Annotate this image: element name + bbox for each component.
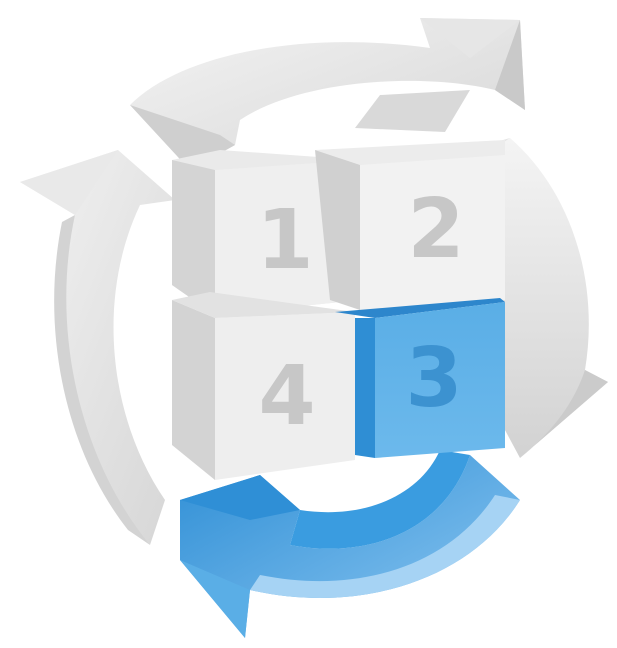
cycle-arrow-icon [20,150,175,545]
cube-label-2: 2 [407,182,464,277]
cube-label-1: 1 [256,193,313,288]
cube-label-3: 3 [405,331,462,426]
cycle-arrow-icon [180,450,520,638]
cube-label-4: 4 [258,349,315,444]
